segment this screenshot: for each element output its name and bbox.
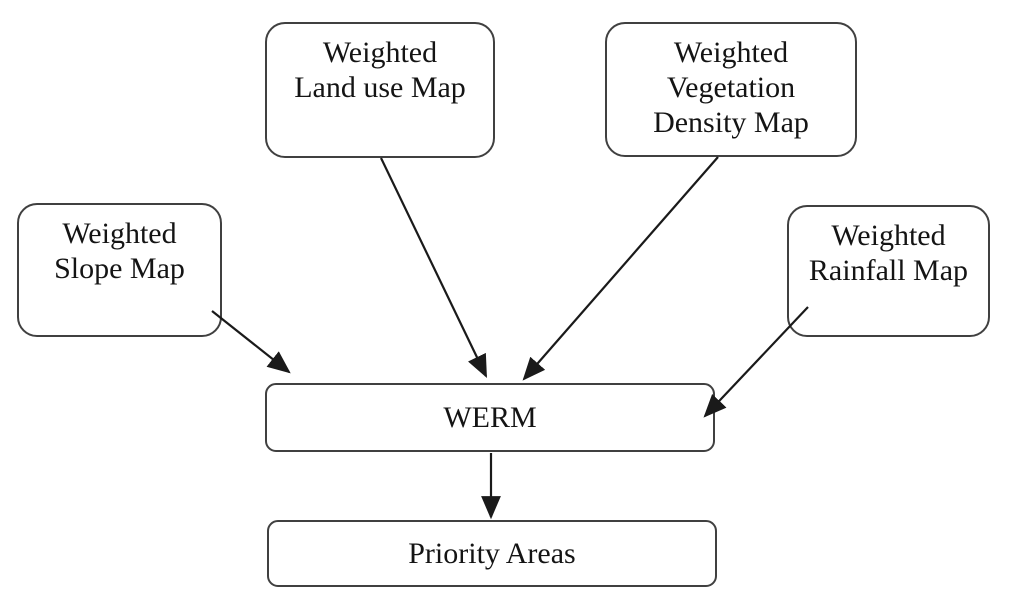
node-weighted-rainfall-map: Weighted Rainfall Map — [787, 205, 990, 337]
node-label: Weighted Slope Map — [54, 217, 185, 285]
node-label: WERM — [443, 401, 537, 434]
arrow-vegetation-to-werm — [522, 156, 719, 381]
node-priority-areas: Priority Areas — [267, 520, 717, 587]
node-werm: WERM — [265, 383, 715, 452]
node-weighted-slope-map: Weighted Slope Map — [17, 203, 222, 337]
node-label: Weighted Vegetation Density Map — [653, 36, 809, 139]
node-label: Weighted Rainfall Map — [808, 219, 969, 287]
arrow-slope-to-werm — [211, 310, 291, 374]
node-label: Priority Areas — [408, 537, 576, 570]
node-weighted-landuse-map: Weighted Land use Map — [265, 22, 495, 158]
node-weighted-vegetation-density-map: Weighted Vegetation Density Map — [605, 22, 857, 157]
arrow-landuse-to-werm — [380, 157, 487, 378]
node-label: Weighted Land use Map — [294, 36, 466, 104]
